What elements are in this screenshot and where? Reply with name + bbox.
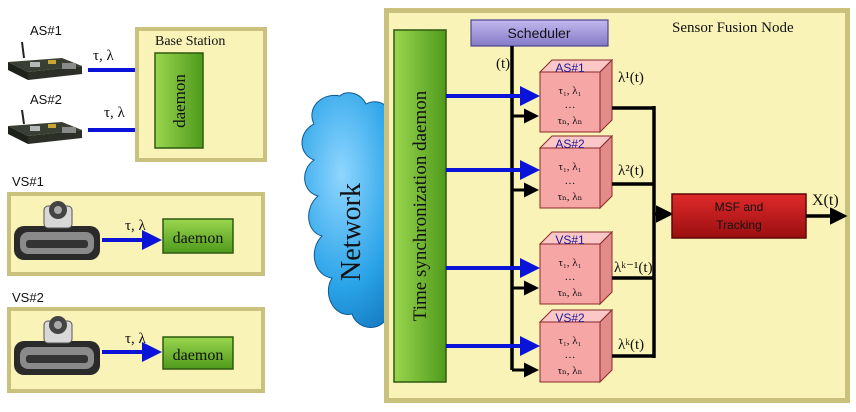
cube-dots: …	[565, 271, 576, 283]
cube-input-arrows	[446, 86, 540, 356]
cube-output-lines	[612, 106, 674, 358]
scheduler-label: Scheduler	[507, 25, 570, 41]
vs2-signal: τ, λ	[125, 331, 147, 347]
buffer-cube-as1: AS#1 τ₁, λ₁ … τₙ, λₙ	[538, 58, 614, 134]
buffer-cube-as2: AS#2 τ₁, λ₁ … τₙ, λₙ	[538, 134, 614, 210]
vs1-daemon: daemon	[162, 218, 234, 254]
fusion-node-title: Sensor Fusion Node	[672, 20, 794, 36]
vs2-daemon-label: daemon	[173, 347, 224, 364]
vs2-label: VS#2	[12, 290, 44, 305]
t-label: (t)	[496, 56, 510, 72]
webcam-laptop-icon	[14, 201, 100, 260]
cube-row-last: τₙ, λₙ	[558, 287, 583, 299]
cube-label: VS#1	[555, 233, 585, 247]
output-lambda-2: λ²(t)	[618, 163, 644, 179]
cube-row-first: τ₁, λ₁	[559, 161, 582, 173]
msf-line-1: MSF and	[715, 200, 764, 214]
base-station-daemon: daemon	[154, 52, 204, 149]
cube-row-last: τₙ, λₙ	[558, 365, 583, 377]
as2-label: AS#2	[30, 92, 62, 107]
vs2-panel: τ, λ daemon	[7, 307, 265, 393]
cube-label: AS#1	[555, 61, 585, 75]
vs1-signal: τ, λ	[125, 218, 147, 234]
vs1-panel: τ, λ daemon	[7, 192, 265, 276]
time-sync-label: Time synchronization daemon	[410, 90, 431, 321]
cube-row-first: τ₁, λ₁	[559, 85, 582, 97]
vs1-label: VS#1	[12, 174, 44, 189]
cube-label: AS#2	[555, 137, 585, 151]
base-daemon-label: daemon	[170, 74, 189, 128]
as1-sensor: AS#1 τ, λ	[8, 23, 156, 80]
circuit-board-icon	[8, 109, 82, 144]
as2-signal: τ, λ	[104, 105, 126, 121]
output-lambda-k-1: λᵏ⁻¹(t)	[614, 260, 653, 276]
output-lambda-1: λ¹(t)	[618, 70, 644, 86]
vs2-daemon: daemon	[162, 336, 234, 370]
cube-dots: …	[565, 349, 576, 361]
buffer-cube-vs1: VS#1 τ₁, λ₁ … τₙ, λₙ	[538, 230, 614, 306]
circuit-board-icon	[8, 41, 82, 80]
cube-row-first: τ₁, λ₁	[559, 257, 582, 269]
as1-signal: τ, λ	[93, 48, 115, 64]
network-label: Network	[336, 183, 367, 281]
webcam-laptop-icon	[14, 316, 100, 375]
scheduler-bus	[510, 46, 539, 378]
as1-label: AS#1	[30, 23, 62, 38]
msf-line-2: Tracking	[716, 218, 762, 232]
msf-tracking-block: MSF and Tracking	[671, 193, 807, 239]
base-station-panel: Base Station daemon	[135, 27, 267, 162]
buffer-cube-vs2: VS#2 τ₁, λ₁ … τₙ, λₙ	[538, 308, 614, 384]
cube-dots: …	[565, 175, 576, 187]
cube-row-last: τₙ, λₙ	[558, 191, 583, 203]
output-lambda-k: λᵏ(t)	[618, 337, 644, 353]
time-sync-daemon: Time synchronization daemon	[393, 29, 447, 383]
scheduler: Scheduler	[470, 19, 609, 47]
cube-row-first: τ₁, λ₁	[559, 335, 582, 347]
final-output-label: X(t)	[812, 192, 839, 209]
cube-row-last: τₙ, λₙ	[558, 115, 583, 127]
vs1-daemon-label: daemon	[173, 230, 224, 247]
cube-dots: …	[565, 99, 576, 111]
as2-sensor: AS#2 τ, λ	[8, 92, 156, 144]
cube-label: VS#2	[555, 311, 585, 325]
base-station-title: Base Station	[155, 34, 225, 49]
